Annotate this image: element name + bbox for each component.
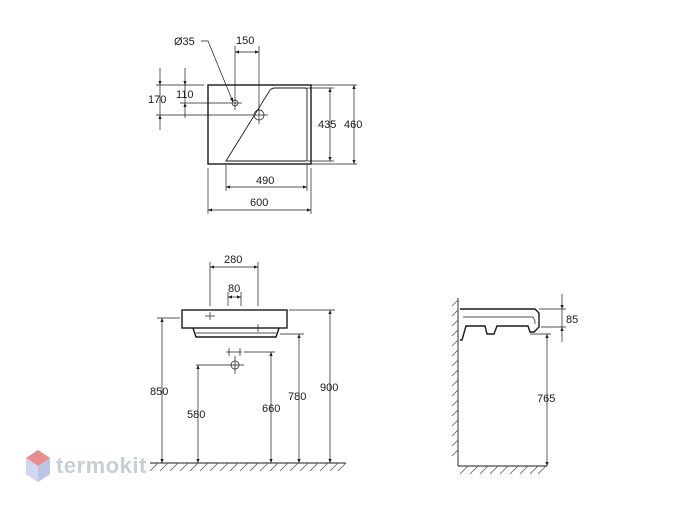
dim-850: 850 [150, 386, 168, 398]
basin-side-profile [460, 308, 540, 341]
basin-top-outline [207, 84, 312, 165]
dim-85: 85 [566, 314, 578, 326]
diameter-label: Ø35 [174, 36, 195, 48]
dim-110: 110 [176, 89, 194, 101]
dim-580: 580 [187, 409, 205, 421]
side-view: 85 765 [451, 294, 578, 475]
wall-hatch [451, 299, 459, 457]
dim-170: 170 [148, 94, 166, 106]
brand-watermark-text: termokit [56, 453, 147, 478]
dim-660: 660 [262, 403, 280, 415]
dim-435: 435 [318, 119, 336, 131]
dim-600: 600 [250, 197, 268, 209]
dim-80: 80 [228, 283, 240, 295]
front-view: 280 80 850 580 660 780 [149, 254, 347, 472]
basin-top-bowl [225, 87, 308, 162]
brand-logo-icon [26, 450, 50, 482]
dim-780: 780 [288, 391, 306, 403]
top-view: Ø35 150 170 110 435 460 490 [148, 35, 362, 214]
floor-hatch-side [459, 465, 547, 475]
tap-hole [228, 96, 242, 110]
basin-front-bowl [192, 327, 280, 338]
dim-900: 900 [320, 382, 338, 394]
diameter-leader [201, 40, 234, 103]
dim-490: 490 [256, 175, 274, 187]
dim-150: 150 [236, 35, 254, 47]
dim-460: 460 [344, 119, 362, 131]
brand-watermark: termokit [24, 448, 147, 484]
basin-front-top [181, 309, 288, 329]
drain-hole [250, 106, 268, 124]
dim-765: 765 [537, 393, 555, 405]
dim-280: 280 [224, 254, 242, 266]
floor-hatch-front [149, 462, 347, 472]
